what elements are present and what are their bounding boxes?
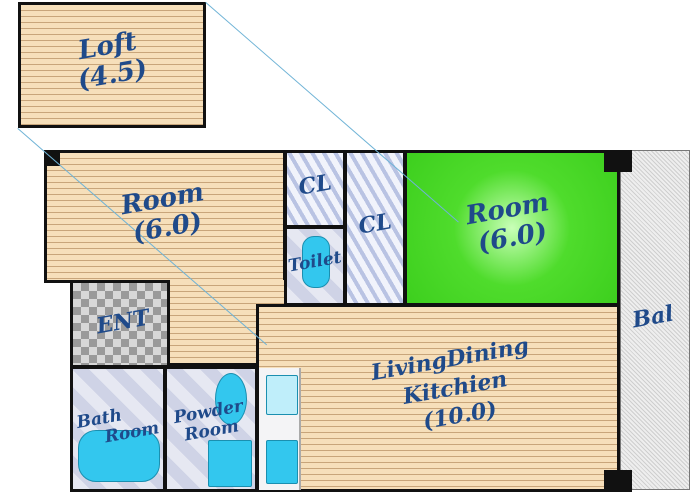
balcony — [620, 150, 690, 490]
sink-icon — [266, 440, 298, 484]
loft — [18, 2, 206, 128]
stove-icon — [266, 375, 298, 415]
pillar — [604, 470, 632, 492]
closet-2 — [344, 150, 406, 306]
bathtub-icon — [78, 430, 160, 482]
washbasin-icon — [215, 373, 247, 425]
toilet-fixture — [302, 236, 330, 288]
washer-icon — [208, 440, 252, 487]
pillar — [604, 150, 632, 172]
ldk — [256, 304, 620, 492]
